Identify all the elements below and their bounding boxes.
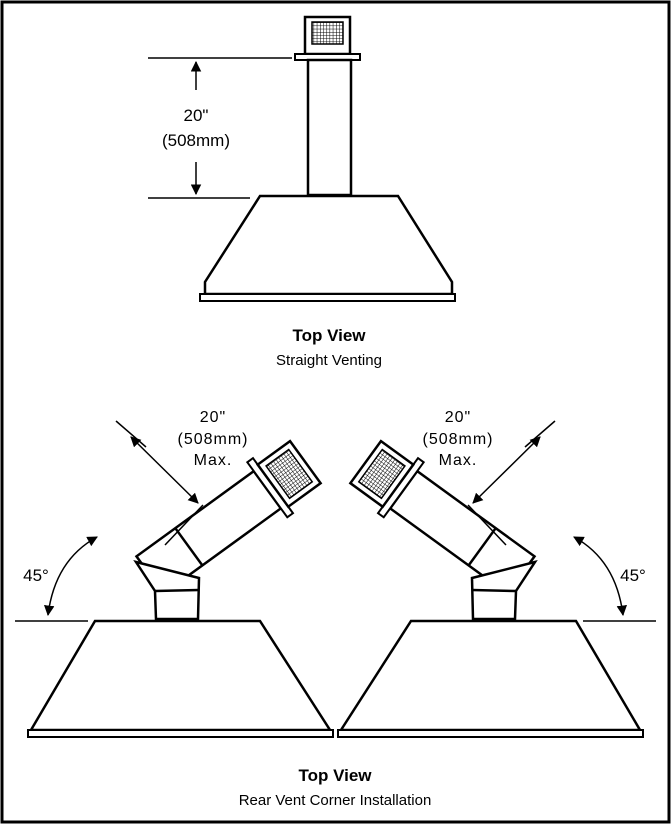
straight-caption-subtitle: Straight Venting	[276, 352, 382, 369]
left-wall-cap-grille	[265, 448, 314, 500]
left-hood-rim	[27, 729, 334, 738]
straight-dim-mm: (508mm)	[162, 131, 230, 150]
right-dim-max: Max.	[439, 452, 478, 469]
left-dim-mm: (508mm)	[177, 431, 248, 448]
straight-dim-inches: 20"	[184, 106, 209, 125]
straight-caption-title: Top View	[292, 326, 366, 345]
right-hood-body	[338, 619, 643, 732]
right-angle-label: 45°	[620, 566, 646, 585]
left-hood-body	[28, 619, 333, 732]
right-corner-hood	[337, 420, 656, 738]
right-dimension: 20" (508mm) Max. 45°	[422, 409, 645, 585]
hood-body	[203, 194, 454, 296]
left-dim-inches: 20"	[200, 409, 226, 426]
right-angled-duct	[348, 439, 537, 596]
left-angle-label: 45°	[23, 566, 49, 585]
straight-dimension: 20" (508mm)	[148, 57, 292, 199]
corner-caption-subtitle: Rear Vent Corner Installation	[239, 792, 432, 809]
left-corner-hood	[27, 439, 334, 738]
left-dimension: 20" (508mm) Max. 45°	[15, 409, 248, 622]
right-dim-mm: (508mm)	[422, 431, 493, 448]
hood-bottom-rim	[199, 293, 456, 302]
straight-venting-hood	[199, 15, 456, 302]
wall-cap-grille	[311, 21, 344, 45]
left-dim-max: Max.	[194, 452, 233, 469]
corner-caption-title: Top View	[298, 766, 372, 785]
vent-duct	[306, 58, 353, 197]
right-dim-inches: 20"	[445, 409, 471, 426]
right-hood-rim	[337, 729, 644, 738]
right-wall-cap-grille	[357, 448, 406, 500]
